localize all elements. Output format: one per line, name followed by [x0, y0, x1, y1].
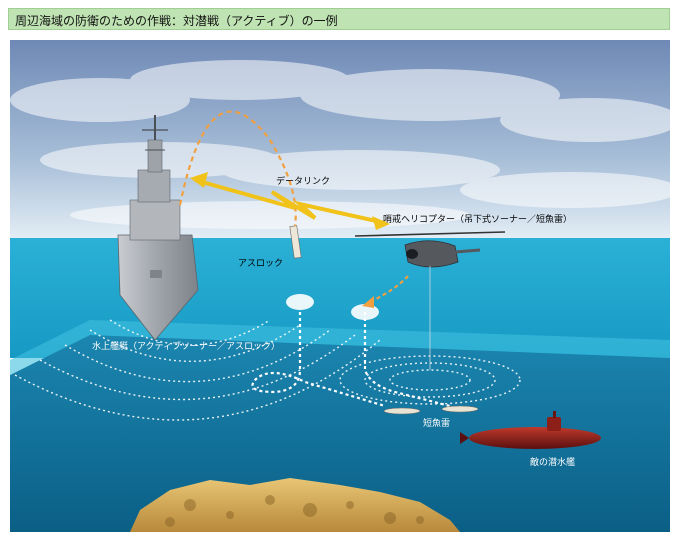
illustration: データリンク 哨戒ヘリコプター（吊下式ソーナー／短魚雷） アスロック 水上艦艇（… — [10, 40, 670, 532]
page-title: 周辺海域の防衛のための作戦：対潜戦（アクティブ）の一例 — [15, 12, 338, 29]
enemy-sub-label: 敵の潜水艦 — [530, 456, 575, 468]
asroc-label: アスロック — [238, 258, 283, 269]
surface-ship-label: 水上艦艇（アクティブソーナー／アスロック） — [92, 340, 280, 352]
illustration-svg: データリンク 哨戒ヘリコプター（吊下式ソーナー／短魚雷） アスロック 水上艦艇（… — [10, 40, 670, 532]
title-bar: 周辺海域の防衛のための作戦：対潜戦（アクティブ）の一例 — [8, 8, 670, 30]
torpedo-label: 短魚雷 — [423, 417, 450, 429]
helicopter-label: 哨戒ヘリコプター（吊下式ソーナー／短魚雷） — [383, 213, 572, 225]
datalink-label: データリンク — [276, 175, 330, 187]
